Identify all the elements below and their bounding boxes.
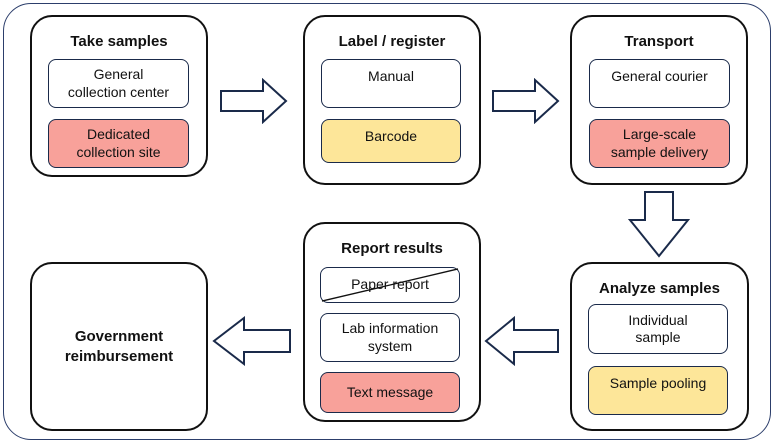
stage-title: Analyze samples [599, 280, 720, 297]
stage-analyze-samples: Analyze samples Individual sample Sample… [570, 262, 749, 431]
option-label: Paper report [351, 276, 429, 293]
option-individual-sample: Individual sample [588, 304, 728, 354]
option-paper-report: Paper report [320, 267, 460, 303]
stage-government-reimbursement: Government reimbursement [30, 262, 208, 431]
stage-take-samples: Take samples General collection center D… [30, 15, 208, 177]
stage-title: Label / register [338, 33, 446, 50]
stage-report-results: Report results Paper report Lab informat… [303, 222, 481, 422]
arrow-down-icon [628, 191, 690, 258]
option-lab-information-system: Lab information system [320, 313, 460, 362]
stage-title: Take samples [70, 33, 168, 50]
option-barcode: Barcode [321, 119, 461, 163]
stage-transport: Transport General courier Large-scale sa… [570, 15, 748, 185]
option-dedicated-collection-site: Dedicated collection site [48, 119, 189, 168]
stage-title: Transport [624, 33, 694, 50]
arrow-right-icon [492, 78, 560, 124]
stage-title: Government reimbursement [64, 328, 174, 365]
option-sample-pooling: Sample pooling [588, 366, 728, 415]
arrow-right-icon [220, 78, 288, 124]
outer-frame [3, 3, 771, 440]
option-text-message: Text message [320, 372, 460, 413]
arrow-left-icon [212, 316, 291, 366]
option-general-collection-center: General collection center [48, 59, 189, 108]
option-manual: Manual [321, 59, 461, 108]
stage-title: Report results [341, 240, 443, 257]
arrow-left-icon [484, 316, 559, 366]
option-large-scale-sample-delivery: Large-scale sample delivery [589, 119, 730, 168]
option-general-courier: General courier [589, 59, 730, 108]
stage-label-register: Label / register Manual Barcode [303, 15, 481, 185]
